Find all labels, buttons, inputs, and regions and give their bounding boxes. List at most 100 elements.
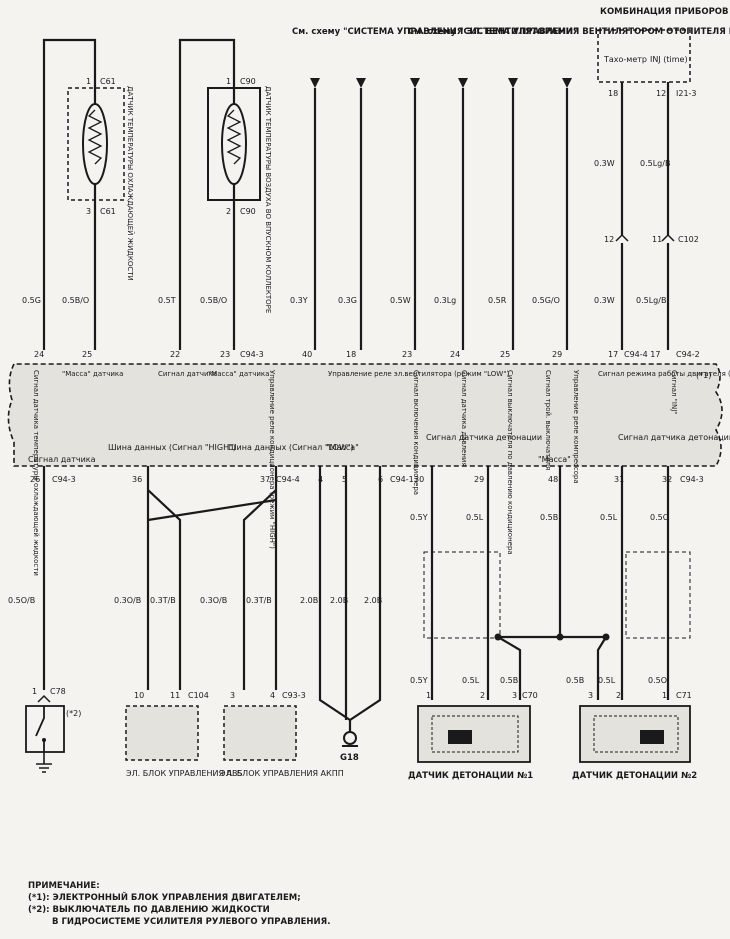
akpp-pin: 3 bbox=[230, 691, 235, 700]
ecu-block-outline bbox=[7, 363, 723, 467]
knock2-label: ДАТЧИК ДЕТОНАЦИИ №2 bbox=[572, 771, 697, 781]
wire-color: 2.0B bbox=[364, 596, 382, 605]
akpp-pin: 4 bbox=[270, 691, 275, 700]
conn-c94-2-top: C94-2 bbox=[676, 350, 700, 359]
g18-label: G18 bbox=[340, 753, 359, 763]
switch-contact-icon bbox=[42, 738, 46, 742]
wire-color: 0.3T/B bbox=[150, 596, 176, 605]
air-conn-top: C90 bbox=[240, 77, 256, 86]
coolant-thermistor-icon bbox=[82, 103, 108, 185]
cluster-title: КОМБИНАЦИЯ ПРИБОРОВ bbox=[600, 7, 729, 17]
ecu-label: Сигнал трой. выключателя bbox=[544, 370, 552, 470]
wire-color: 0.5B bbox=[500, 676, 518, 685]
ecu-label: Сигнал выключателя по давлению кондицион… bbox=[506, 370, 514, 555]
pin-number: 5 bbox=[342, 475, 347, 484]
pin-number: 17 bbox=[608, 350, 618, 359]
notes-line: (*1): ЭЛЕКТРОННЫЙ БЛОК УПРАВЛЕНИЯ ДВИГАТ… bbox=[28, 893, 301, 903]
ref-arrows bbox=[310, 78, 572, 88]
c78-connector-icon bbox=[37, 694, 51, 703]
knock1-shield-box bbox=[423, 551, 501, 639]
wire-color: 0.5O/B bbox=[8, 596, 35, 605]
c102-pin-a: 12 bbox=[604, 235, 614, 244]
pin-number: 25 bbox=[82, 350, 92, 359]
notes-block: ПРИМЕЧАНИЕ: (*1): ЭЛЕКТРОННЫЙ БЛОК УПРАВ… bbox=[28, 880, 330, 928]
knock2-inner-box bbox=[593, 715, 679, 753]
wire-color: 0.5R bbox=[488, 296, 507, 305]
coolant-conn-top: C61 bbox=[100, 77, 116, 86]
wire-color: 0.5Y bbox=[410, 513, 428, 522]
c93-3-conn: C93-3 bbox=[282, 691, 306, 700]
c104-conn: C104 bbox=[188, 691, 209, 700]
wire-color: 0.5T bbox=[158, 296, 176, 305]
abs-pin: 11 bbox=[170, 691, 180, 700]
knock1-inner-box bbox=[431, 715, 519, 753]
air-pin-top: 1 bbox=[226, 77, 231, 86]
knock1-label: ДАТЧИК ДЕТОНАЦИИ №1 bbox=[408, 771, 533, 781]
shield-junction-dots bbox=[494, 633, 610, 641]
coolant-thermistor-coil bbox=[87, 109, 103, 165]
ecu-label: Сигнал датчика детонации bbox=[426, 433, 542, 442]
pin-number: 22 bbox=[170, 350, 180, 359]
abs-ecu-box bbox=[125, 705, 199, 761]
switch-note-ref: (*2) bbox=[66, 709, 81, 718]
cluster-pin-b: 12 bbox=[656, 89, 666, 98]
wire-color: 0.5Lg/B bbox=[636, 296, 666, 305]
wire-color: 0.5L bbox=[466, 513, 484, 522]
knock1-pin: 2 bbox=[480, 691, 485, 700]
ecu-label: Управление реле компрессора bbox=[572, 370, 580, 484]
wire-color: 0.5L bbox=[598, 676, 616, 685]
wire-color: 0.5Y bbox=[410, 676, 428, 685]
abs-pin: 10 bbox=[134, 691, 144, 700]
air-pin-bottom: 2 bbox=[226, 207, 231, 216]
knock1-piezo-icon bbox=[448, 730, 472, 744]
wire-color: 2.0B bbox=[300, 596, 318, 605]
pin-number: 26 bbox=[30, 475, 40, 484]
wire-color: 0.3Lg bbox=[434, 296, 456, 305]
pin-number: 24 bbox=[450, 350, 460, 359]
wire-color: 0.5L bbox=[462, 676, 480, 685]
pin-number: 30 bbox=[414, 475, 424, 484]
conn-c94-1-bottom: C94-1 bbox=[390, 475, 414, 484]
ecu-label: Сигнал датчика bbox=[28, 455, 96, 464]
conn-c94-3-bottom-right: C94-3 bbox=[680, 475, 704, 484]
top-pin-numbers: 24 25 22 23 40 18 23 24 25 29 17 bbox=[34, 350, 618, 359]
ecu-bottom-labels: Сигнал датчика Шина данных (Сигнал "HIGH… bbox=[28, 433, 730, 464]
c71-conn: C71 bbox=[676, 691, 692, 700]
pin-number: 48 bbox=[548, 475, 558, 484]
conn-c94-3-top: C94-3 bbox=[240, 350, 264, 359]
ecu-label: Управление реле кондиционера (режим "HIG… bbox=[268, 370, 276, 549]
coolant-sensor-label: ДАТЧИК ТЕМПЕРАТУРЫ ОХЛАЖДАЮЩЕЙ ЖИДКОСТИ bbox=[126, 86, 135, 281]
c102-pin-b: 11 bbox=[652, 235, 662, 244]
pin-number: 23 bbox=[402, 350, 412, 359]
ecu-label: Шина данных (Сигнал "LOW") bbox=[228, 443, 354, 452]
abs-label-line: ЭЛ. БЛОК УПРАВЛЕНИЯ ABS bbox=[126, 769, 242, 778]
wire-color: 0.3T/B bbox=[246, 596, 272, 605]
instrument-cluster-box bbox=[597, 29, 691, 83]
wire-color: 0.3O/B bbox=[114, 596, 141, 605]
knock2-pin: 3 bbox=[588, 691, 593, 700]
wire-color: 0.5O bbox=[650, 513, 669, 522]
wire-color: 0.5O bbox=[648, 676, 667, 685]
knock1-sensor-box bbox=[417, 705, 531, 763]
c70-conn: C70 bbox=[522, 691, 538, 700]
conn-c94-4-top: C94-4 17 bbox=[624, 350, 660, 359]
wire-color: 0.3O/B bbox=[200, 596, 227, 605]
cluster-wire-b: 0.5Lg/B bbox=[640, 159, 670, 168]
conn-c94-3-bottom-left: C94-3 bbox=[52, 475, 76, 484]
knock2-sensor-box bbox=[579, 705, 691, 763]
ecu-label: Сигнал датчика детонации bbox=[618, 433, 730, 442]
fan-ref-text: См. схему "СИСТЕМА УПРАВЛЕНИЯ ЭЛ. ВЕНТИЛ… bbox=[292, 27, 578, 37]
notes-title: ПРИМЕЧАНИЕ: bbox=[28, 881, 100, 891]
wire-color: 0.3Y bbox=[290, 296, 308, 305]
air-sensor-label: ДАТЧИК ТЕМПЕРАТУРЫ ВОЗДУХА ВО ВПУСКНОМ К… bbox=[264, 86, 272, 313]
heater-ref-text: См. схему "СИСТЕМА УПРАВЛЕНИЯ ВЕНТИЛЯТОР… bbox=[408, 27, 730, 37]
pressure-switch-icon bbox=[35, 706, 45, 752]
bottom-wires bbox=[42, 466, 670, 732]
coolant-conn-bottom: C61 bbox=[100, 207, 116, 216]
wire-color: 0.3W bbox=[594, 296, 615, 305]
g18-ground-icon bbox=[343, 731, 357, 745]
notes-line: (*2): ВЫКЛЮЧАТЕЛЬ ПО ДАВЛЕНИЮ ЖИДКОСТИ bbox=[28, 905, 270, 915]
ecu-note-ref: (*1) bbox=[696, 371, 711, 380]
notes-line: В ГИДРОСИСТЕМЕ УСИЛИТЕЛЯ РУЛЕВОГО УПРАВЛ… bbox=[52, 917, 331, 927]
